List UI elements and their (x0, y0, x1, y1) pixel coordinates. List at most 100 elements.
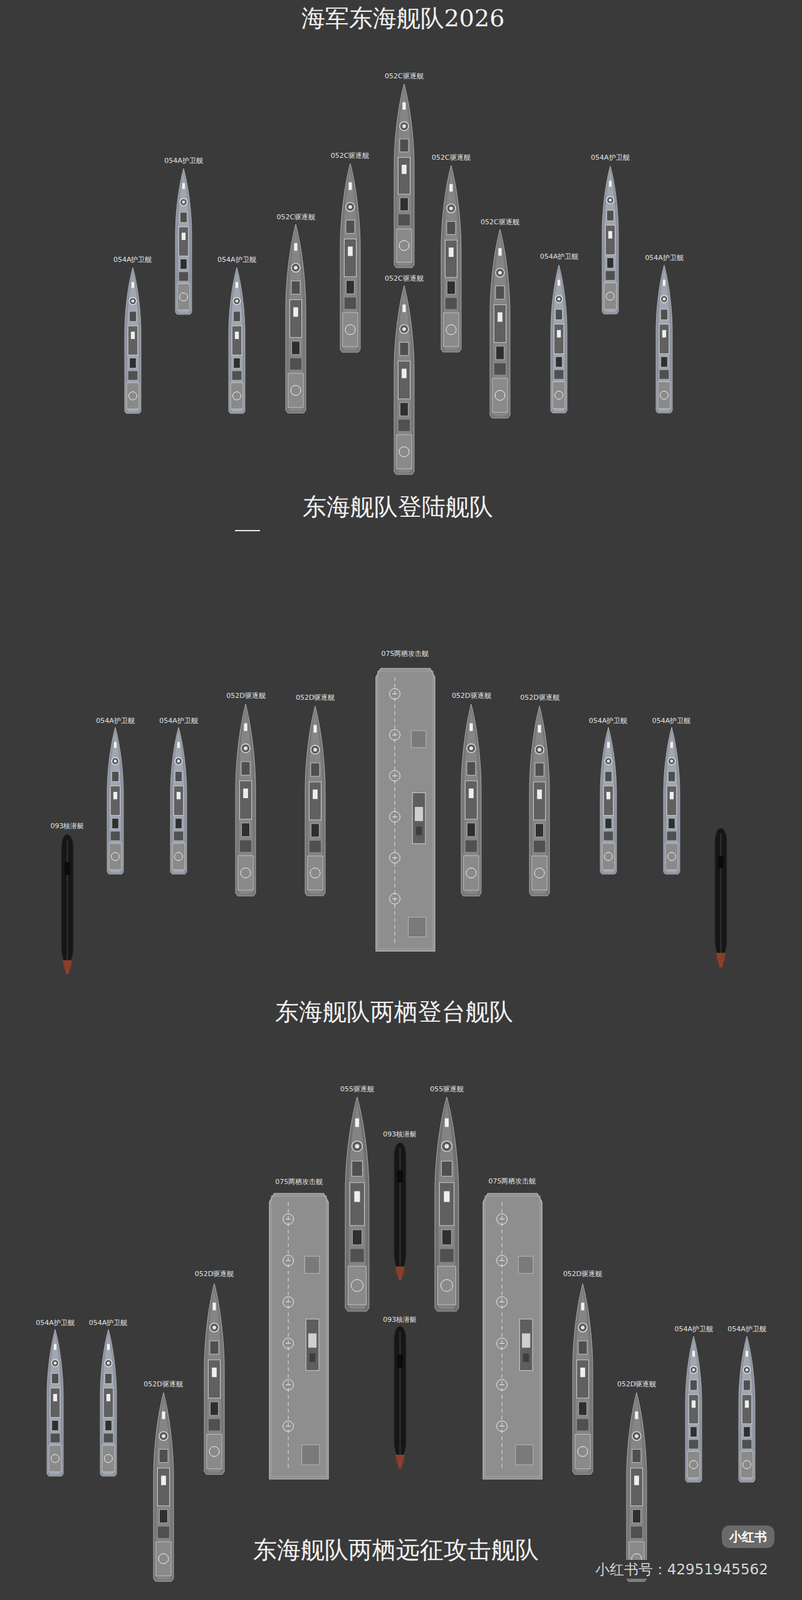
bow-marking (449, 184, 453, 192)
funnel (180, 258, 187, 269)
gun-turret (449, 206, 454, 210)
ship-figure (441, 165, 462, 353)
ship-figure (153, 1392, 174, 1582)
mast (608, 231, 613, 239)
ship-node: 075两栖攻击舰 (482, 1177, 543, 1480)
ship-deck (238, 709, 253, 895)
submarine-highlight (720, 833, 722, 954)
helipad-circle (290, 385, 301, 396)
main-gun (632, 1431, 641, 1441)
section-caption: 东海舰队两栖远征攻击舰队 (253, 1535, 539, 1565)
deck-elevator (411, 730, 427, 748)
ship-hull (228, 267, 245, 414)
ship-node: 055驱逐舰 (338, 1085, 376, 1311)
landing-mark (392, 693, 398, 695)
deck-elevator (518, 1256, 534, 1274)
superstructure (397, 360, 410, 399)
gun-turret (692, 1369, 696, 1373)
mast (691, 1400, 696, 1409)
gun-turret (348, 204, 353, 209)
hangar (742, 1440, 752, 1450)
ship-node: 054A护卫舰 (94, 716, 136, 875)
superstructure (309, 781, 322, 821)
ship-hull (602, 166, 619, 314)
ship-deck (493, 234, 507, 417)
gun-turret (580, 1325, 585, 1330)
island-detail (522, 1354, 529, 1363)
gun-turret (634, 1434, 639, 1438)
ship-hull (441, 165, 462, 353)
ship-deck (288, 229, 303, 412)
helideck (657, 382, 671, 410)
helipad-circle (605, 292, 615, 301)
hangar (659, 370, 670, 380)
landing-mark (392, 857, 398, 858)
island-detail (309, 1354, 316, 1363)
ship-deck (397, 291, 412, 473)
vls-block (660, 309, 668, 321)
ship-node: 075两栖攻击舰 (268, 1177, 329, 1480)
funnel (159, 1510, 168, 1524)
funnel (291, 341, 301, 355)
deck-centerline (288, 1202, 289, 1472)
mast (243, 788, 249, 798)
ship-figure (572, 1283, 593, 1475)
funnel (442, 1229, 452, 1245)
superstructure (603, 786, 614, 816)
bow-marking (444, 1118, 449, 1128)
landing-spot (283, 1255, 294, 1267)
mast (105, 1394, 110, 1402)
ship-figure (375, 668, 435, 952)
bow-marking (692, 1351, 695, 1358)
funnel (129, 357, 136, 368)
ship-deck (553, 269, 565, 412)
ship-label: 054A护卫舰 (112, 255, 154, 265)
submarine-hull (714, 828, 727, 960)
ship-label: 052D驱逐舰 (518, 693, 561, 703)
landing-spot (283, 1214, 294, 1225)
ship-figure (656, 265, 673, 413)
vls-block (291, 281, 301, 295)
ship-node: 054A护卫舰 (162, 156, 205, 314)
ship-node: 052C驱逐舰 (329, 151, 371, 353)
ship-deck (156, 1398, 170, 1580)
mast (444, 1191, 450, 1202)
island-detail (415, 826, 422, 836)
ship-node: 052C驱逐舰 (383, 72, 425, 268)
ship-node: 052D驱逐舰 (193, 1270, 235, 1475)
gun-turret (662, 297, 667, 301)
ship-island (305, 1319, 319, 1371)
superstructure (50, 1388, 61, 1418)
landing-spot (496, 1255, 507, 1267)
ship-figure (738, 1336, 756, 1483)
hangar (494, 363, 506, 375)
vls-block (535, 763, 544, 777)
helideck (602, 843, 615, 870)
superstructure (576, 1359, 589, 1398)
ship-node: 054A护卫舰 (587, 716, 630, 875)
superstructure (127, 325, 138, 356)
ship-hull (656, 265, 673, 413)
ship-label: 052C驱逐舰 (430, 153, 472, 163)
submarine-sail (718, 855, 724, 869)
superstructure (533, 781, 546, 821)
ship-hull (685, 1336, 702, 1483)
ship-hull (572, 1283, 593, 1475)
ship-figure (394, 83, 415, 268)
main-gun (241, 743, 250, 753)
ship-node: 054A护卫舰 (673, 1325, 715, 1483)
ship-label: 052D驱逐舰 (294, 693, 336, 703)
submarine-tail (716, 953, 726, 968)
ship-deck (397, 88, 412, 266)
ship-deck (532, 711, 547, 895)
funnel (233, 357, 240, 368)
landing-mark (499, 1343, 505, 1344)
ship-label: 055驱逐舰 (428, 1085, 465, 1094)
landing-spot (496, 1379, 507, 1391)
main-gun (399, 121, 409, 131)
main-gun (660, 295, 668, 303)
ship-figure (663, 727, 680, 875)
funnel (496, 346, 505, 360)
superstructure (350, 1182, 365, 1225)
